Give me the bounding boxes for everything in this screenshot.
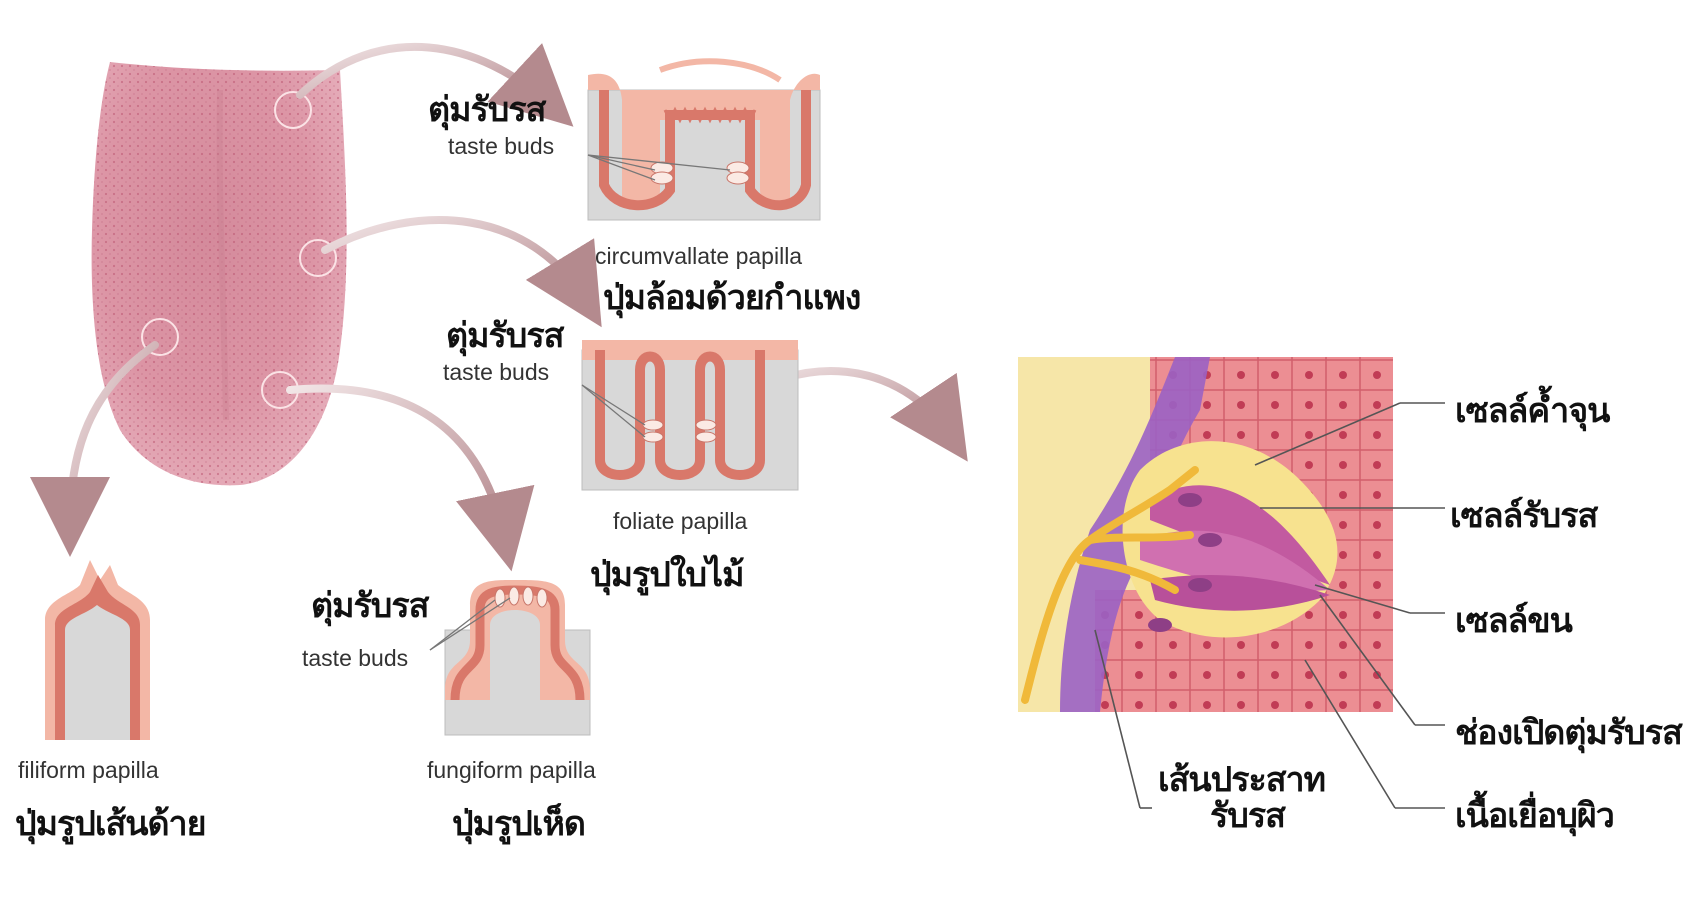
filiform-papilla — [45, 560, 150, 740]
fungiform-papilla — [429, 580, 591, 736]
fungiform-english-label: fungiform papilla — [427, 757, 596, 783]
taste-nerve-label-line1: เส้นประสาท — [1158, 760, 1326, 800]
foliate-thai-label: ปุ่มรูปใบไม้ — [590, 555, 745, 595]
circumvallate-english-label: circumvallate papilla — [595, 243, 803, 269]
arrow-to-foliate — [321, 216, 602, 328]
taste-nerve — [1021, 466, 1199, 704]
foliate-papilla — [581, 340, 799, 491]
filiform-english-label: filiform papilla — [18, 757, 159, 783]
circumvallate-papilla — [587, 58, 821, 221]
sample-circle-circumvallate — [274, 91, 312, 129]
hair-cell-label: เซลล์ขน — [1455, 601, 1573, 641]
taste-buds-eng-foliate: taste buds — [443, 359, 550, 385]
taste-buds-thai-circumvallate: ตุ่มรับรส — [428, 90, 546, 130]
arrow-to-circumvallate — [296, 42, 574, 127]
taste-buds-thai-foliate: ตุ่มรับรส — [446, 316, 564, 356]
arrow-to-fungiform — [286, 384, 535, 572]
supporting-cell-label: เซลล์ค้ำจุน — [1455, 391, 1610, 431]
filiform-thai-label: ปุ่มรูปเส้นด้าย — [15, 804, 207, 844]
fungiform-thai-label: ปุ่มรูปเห็ด — [452, 804, 586, 844]
taste-bud-detail — [1018, 357, 1393, 712]
detail-leader-lines — [1094, 402, 1445, 809]
tongue — [91, 62, 347, 486]
epithelium-label: เนื้อเยื่อบุผิว — [1455, 796, 1615, 836]
sample-circle-foliate — [299, 239, 337, 277]
receptor-cell-label: เซลล์รับรส — [1450, 496, 1598, 536]
circumvallate-thai-label: ปุ่มล้อมด้วยกำแพง — [603, 278, 861, 318]
taste-buds-eng-circumvallate: taste buds — [448, 133, 555, 159]
foliate-english-label: foliate papilla — [613, 508, 748, 534]
arrow-to-filiform — [30, 341, 159, 557]
taste-buds-thai-fungiform: ตุ่มรับรส — [311, 586, 429, 626]
curved-arrows — [30, 42, 968, 572]
taste-buds-eng-fungiform: taste buds — [302, 645, 409, 671]
receptor-cell — [1140, 530, 1330, 591]
sample-circle-filiform — [141, 318, 179, 356]
taste-pore-label: ช่องเปิดตุ่มรับรส — [1455, 713, 1683, 753]
taste-nerve-label-line2: รับรส — [1210, 796, 1286, 836]
